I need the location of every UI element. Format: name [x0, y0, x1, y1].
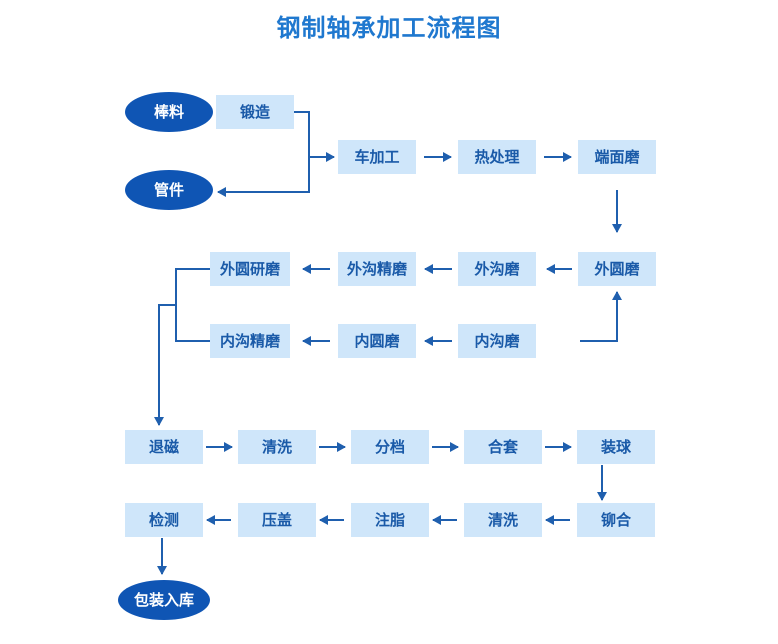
merge-bracket: [175, 268, 210, 342]
node-turning: 车加工: [338, 140, 416, 174]
node-packing: 包装入库: [118, 580, 210, 620]
forging-to-tube-arrow: [217, 157, 310, 197]
node-matching: 合套: [464, 430, 542, 464]
node-tube: 管件: [125, 170, 213, 210]
node-greasing: 注脂: [351, 503, 429, 537]
node-inner-race-grinding: 内沟磨: [458, 324, 536, 358]
node-riveting: 铆合: [577, 503, 655, 537]
node-demagnetize: 退磁: [125, 430, 203, 464]
node-bar-stock: 棒料: [125, 92, 213, 132]
node-forging: 锻造: [216, 95, 294, 129]
node-capping: 压盖: [238, 503, 316, 537]
node-ball-loading: 装球: [577, 430, 655, 464]
node-sorting: 分档: [351, 430, 429, 464]
node-outer-race-grinding: 外沟磨: [458, 252, 536, 286]
node-heat-treatment: 热处理: [458, 140, 536, 174]
arrow-to-demagnetize: [154, 304, 176, 426]
node-outer-lapping: 外圆研磨: [210, 252, 290, 286]
node-cleaning-2: 清洗: [464, 503, 542, 537]
node-outer-race-fine: 外沟精磨: [338, 252, 416, 286]
node-face-grinding: 端面磨: [578, 140, 656, 174]
node-outer-grinding: 外圆磨: [578, 252, 656, 286]
forging-to-turning-arrow: [294, 111, 335, 162]
node-inner-race-fine: 内沟精磨: [210, 324, 290, 358]
node-inner-grinding: 内圆磨: [338, 324, 416, 358]
node-inspection: 检测: [125, 503, 203, 537]
arrow-return-up: [580, 291, 622, 342]
node-cleaning-1: 清洗: [238, 430, 316, 464]
page-title: 钢制轴承加工流程图: [276, 14, 502, 42]
